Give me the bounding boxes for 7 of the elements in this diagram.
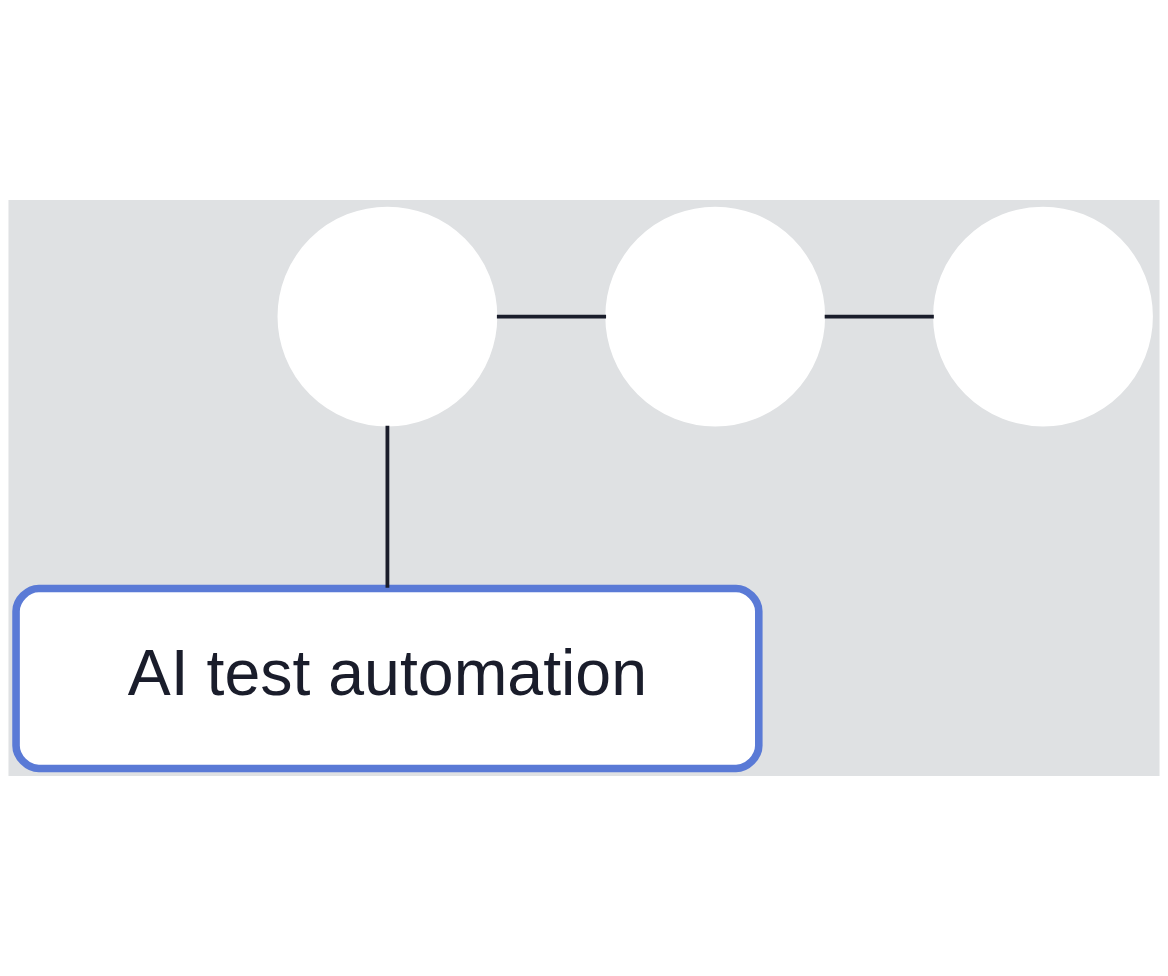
node-circle — [277, 206, 498, 427]
node-box: AI test automation — [12, 584, 763, 773]
connector — [496, 314, 607, 319]
connector — [824, 314, 934, 319]
connector — [385, 425, 390, 588]
node-circle — [933, 206, 1153, 427]
node-circle — [605, 206, 826, 427]
